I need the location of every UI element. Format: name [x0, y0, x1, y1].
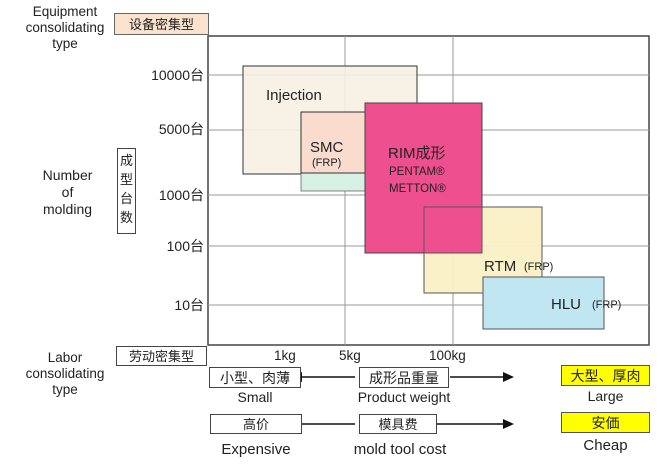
weight-center-tag: 成形品重量 [359, 367, 449, 388]
small-label: Small [237, 389, 273, 405]
labor-axis-label: Labor consolidating type [25, 350, 105, 397]
cheap-label: Cheap [583, 437, 628, 454]
y-tick-100: 100台 [166, 238, 204, 254]
equipment-tag: 设备密集型 [114, 13, 209, 35]
y-tick-1000: 1000台 [158, 187, 204, 203]
smc-label: SMC [310, 139, 344, 156]
arrow-cost-right-head [503, 419, 514, 429]
x-tick-1kg: 1kg [274, 348, 296, 363]
rtm-label: RTM [484, 258, 517, 275]
expensive-tag: 高价 [210, 414, 302, 434]
arrow-weight-right-head [503, 372, 514, 382]
y-tick-10: 10台 [174, 297, 204, 313]
cost-center-tag: 模具费 [359, 414, 437, 434]
weight-center-label: Product weight [357, 389, 451, 405]
y-tick-5000: 5000台 [158, 121, 204, 137]
rtm-sub-label: (FRP) [524, 261, 554, 273]
x-tick-100kg: 100kg [429, 348, 466, 363]
y-tag-char: 台 [119, 191, 133, 206]
y-axis-label: Number of molding [42, 167, 93, 217]
x-tick-5kg: 5kg [339, 348, 361, 363]
rtm-overlap-outline [423, 206, 483, 254]
y-tag-char: 型 [119, 172, 133, 187]
rim-sub2-label: METTON® [389, 183, 446, 195]
y-tag-char: 成 [119, 153, 133, 168]
rim-sub1-label: PENTAM® [389, 166, 445, 178]
hlu-label: HLU [551, 296, 582, 313]
large-label: Large [587, 388, 624, 404]
smc-region [300, 111, 366, 174]
smc-sub-label: (FRP) [312, 157, 342, 169]
hlu-sub-label: (FRP) [592, 299, 622, 311]
rim-label: RIM成形 [388, 145, 446, 162]
smc-lower-region [300, 172, 366, 192]
labor-tag: 劳动密集型 [116, 346, 207, 366]
y-tick-10000: 10000台 [151, 67, 204, 83]
expensive-label: Expensive [221, 441, 291, 458]
small-tag: 小型、肉薄 [209, 367, 301, 388]
y-axis-vertical-tag: 成 型 台 数 [117, 148, 136, 234]
injection-label: Injection [266, 87, 322, 104]
y-tag-char: 数 [119, 210, 133, 225]
equipment-axis-label: Equipment consolidating type [25, 4, 105, 51]
cost-center-label: mold tool cost [353, 441, 447, 458]
large-tag: 大型、厚肉 [561, 365, 650, 386]
cheap-tag: 安価 [561, 412, 650, 433]
hlu-region [482, 276, 605, 330]
